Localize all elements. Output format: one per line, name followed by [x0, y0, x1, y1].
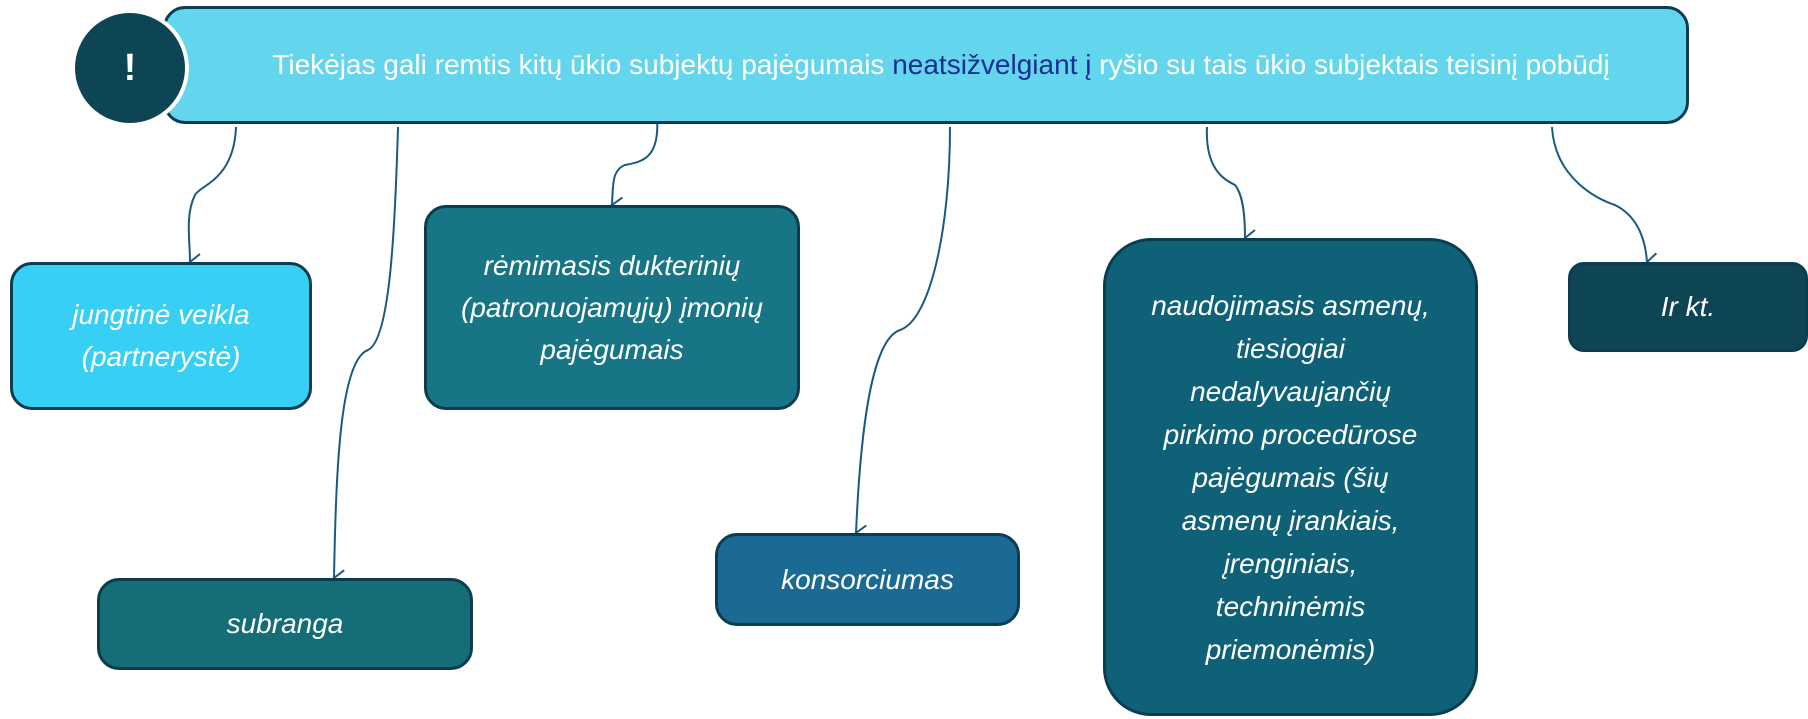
connector-konsorciumas	[854, 126, 951, 543]
node-naudojimasis: naudojimasis asmenų, tiesiogiai nedalyva…	[1103, 238, 1478, 716]
alert-icon: !	[71, 9, 189, 127]
connector-remimasis	[610, 117, 659, 215]
node-jungtine-veikla: jungtinė veikla (partnerystė)	[10, 262, 312, 410]
node-ir-kt: Ir kt.	[1568, 262, 1808, 352]
node-konsorciumas: konsorciumas	[715, 533, 1020, 626]
connector-subranga	[332, 126, 399, 587]
connector-naudojimasis	[1205, 126, 1256, 247]
header-highlight: neatsižvelgiant į	[892, 49, 1092, 80]
header-banner: Tiekėjas gali remtis kitų ūkio subjektų …	[163, 6, 1689, 124]
alert-symbol: !	[123, 46, 137, 89]
node-subranga: subranga	[97, 578, 473, 670]
header-text: Tiekėjas gali remtis kitų ūkio subjektų …	[272, 49, 1610, 80]
connector-ir-kt	[1551, 126, 1659, 271]
connector-jungtine-veikla	[187, 126, 237, 271]
node-remimasis: rėmimasis dukterinių (patronuojamųjų) įm…	[424, 205, 800, 410]
